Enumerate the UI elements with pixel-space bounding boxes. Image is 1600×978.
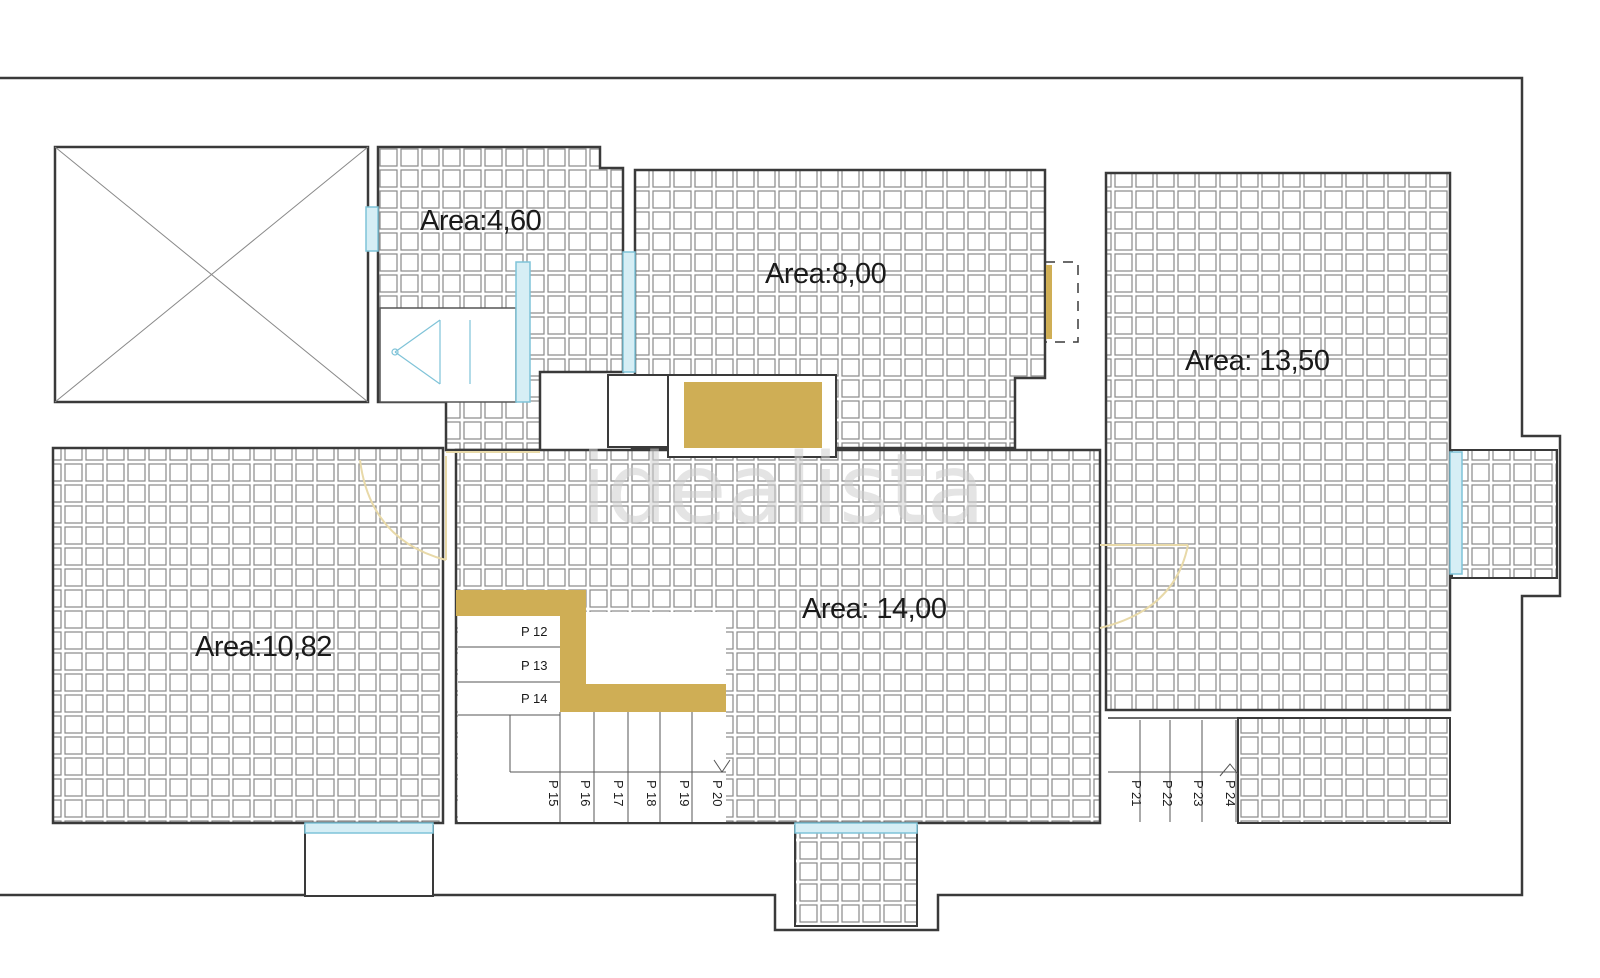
- window-bottom-left: [304, 822, 434, 834]
- watermark: idealista: [580, 433, 985, 545]
- label-area-14-00: Area: 14,00: [802, 593, 946, 625]
- bottom-left-recess: [304, 825, 434, 897]
- step-label: P 18: [644, 780, 659, 807]
- step-label: P 23: [1191, 780, 1206, 807]
- label-area-4-60: Area:4,60: [420, 205, 541, 237]
- step-label: P 12: [521, 624, 548, 639]
- shower-screen: [515, 261, 531, 403]
- room-area-10-82: [51, 446, 445, 825]
- step-label: P 14: [521, 691, 548, 706]
- step-label: P 16: [578, 780, 593, 807]
- balcony-right: [1451, 449, 1558, 579]
- label-area-13-50: Area: 13,50: [1185, 345, 1329, 377]
- step-label: P 24: [1223, 780, 1238, 807]
- room-area-4-60: [376, 145, 625, 452]
- balcony-bottom: [794, 825, 918, 927]
- closet-lower-right: [1237, 717, 1451, 824]
- room-area-13-50: [1104, 171, 1452, 712]
- column-block: [607, 374, 669, 448]
- window-shaft-right: [365, 206, 379, 252]
- outer-wall: [0, 76, 1562, 932]
- door-arc-left: [359, 456, 447, 561]
- window-right-balcony: [1449, 451, 1463, 575]
- door-area8-right: [1045, 261, 1079, 343]
- step-label: P 20: [710, 780, 725, 807]
- label-area-10-82: Area:10,82: [195, 631, 332, 663]
- step-label: P 22: [1160, 780, 1175, 807]
- window-bottom-center: [794, 822, 918, 834]
- step-label: P 17: [611, 780, 626, 807]
- door-area8-leaf: [1046, 265, 1052, 339]
- step-label: P 13: [521, 658, 548, 673]
- step-label: P 21: [1129, 780, 1144, 807]
- door-arc-right: [1099, 544, 1189, 629]
- side-staircase: [1108, 720, 1239, 822]
- stair-rail: [456, 590, 726, 712]
- shower-fixture: [379, 307, 517, 403]
- open-shaft: [53, 145, 370, 404]
- staircase: [456, 590, 731, 822]
- fireplace-wood: [684, 382, 822, 448]
- window-area8-left: [622, 251, 636, 373]
- step-label: P 19: [677, 780, 692, 807]
- step-label: P 15: [546, 780, 561, 807]
- label-area-8-00: Area:8,00: [765, 258, 886, 290]
